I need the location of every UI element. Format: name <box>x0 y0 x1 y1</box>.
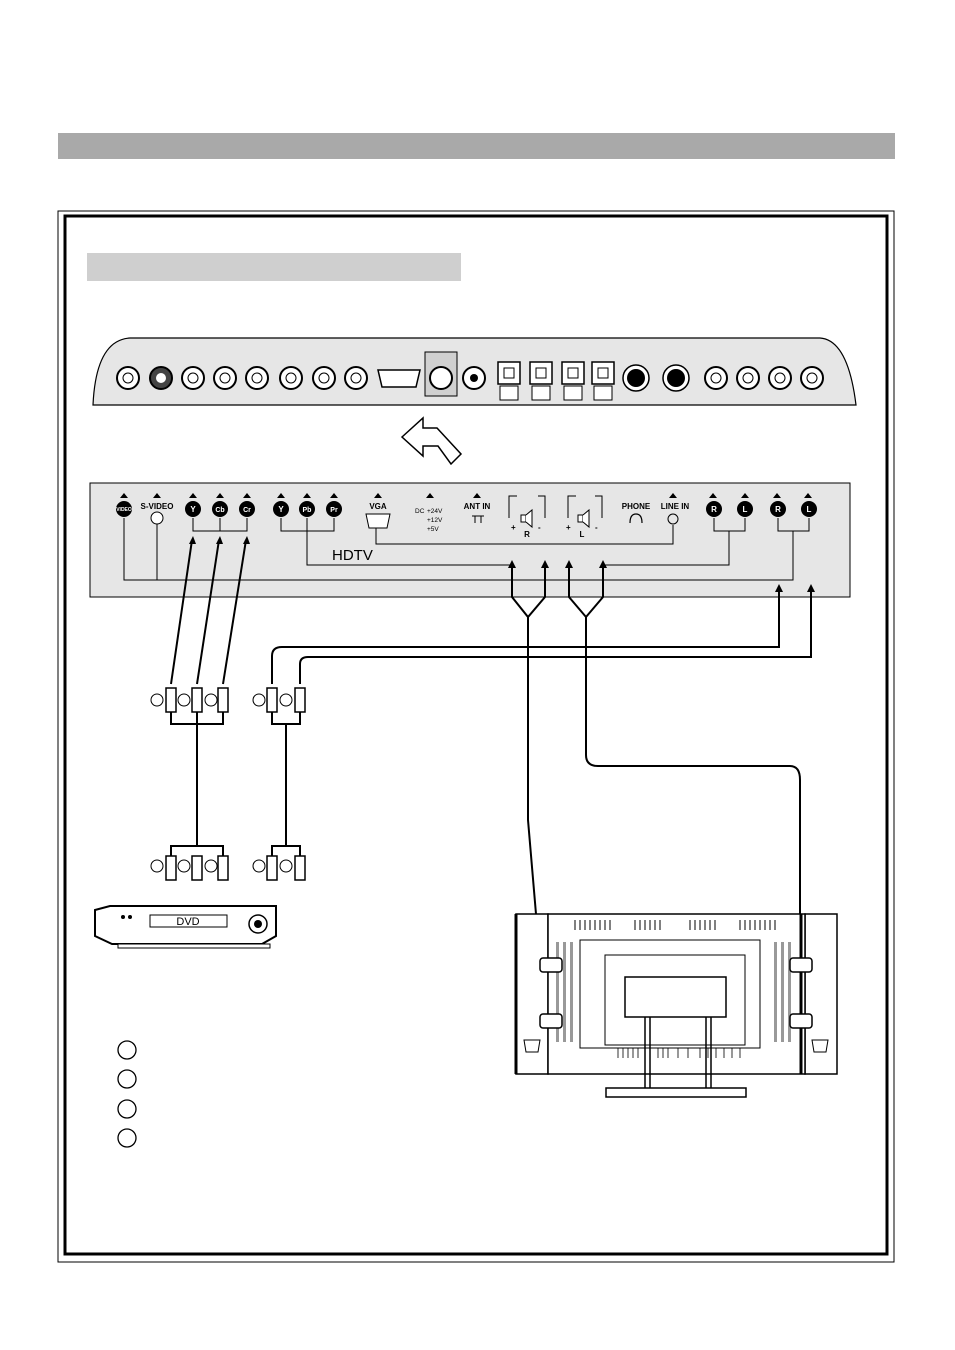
dc-label: DC <box>415 508 425 515</box>
dc-12v-label: +12V <box>427 517 443 524</box>
legend-markers <box>118 1041 136 1147</box>
vga-port <box>366 514 390 528</box>
pb-label: Pb <box>303 507 312 514</box>
audio-plugs-upper <box>253 688 305 846</box>
subsection-header-bar <box>87 253 461 281</box>
dc-24v-label: +24V <box>427 508 443 515</box>
audio-plugs-lower <box>253 846 305 880</box>
svideo-label: S-VIDEO <box>141 502 174 511</box>
svideo-port <box>151 512 163 524</box>
component-plugs-lower <box>151 846 228 880</box>
rear-panel-illustration <box>93 338 856 405</box>
speaker-l-label: L <box>580 530 585 539</box>
dvd-label: DVD <box>176 916 199 928</box>
dvd-player-illustration: DVD <box>95 906 276 948</box>
dc-5v-label: +5V <box>427 526 439 533</box>
hdtv-label: HDTV <box>332 547 373 564</box>
y1-label: Y <box>190 505 196 514</box>
y2-label: Y <box>278 505 284 514</box>
audio-l2-label: L <box>807 505 812 514</box>
audio-l1-label: L <box>743 505 748 514</box>
antin-label: ANT IN <box>464 502 491 511</box>
audio-r1-label: R <box>711 505 717 514</box>
audio-r2-label: R <box>775 505 781 514</box>
video-port-label: VIDEO <box>116 507 132 513</box>
section-header-bar <box>58 133 895 159</box>
speaker-r-minus: - <box>538 523 541 532</box>
speaker-l-plus: + <box>566 523 571 532</box>
vga-label: VGA <box>369 502 387 511</box>
speaker-r-plus: + <box>511 523 516 532</box>
phone-label: PHONE <box>622 502 651 511</box>
vga-port-illustration <box>378 370 420 387</box>
speaker-l-minus: - <box>595 523 598 532</box>
speaker-r-label: R <box>524 530 530 539</box>
cr-label: Cr <box>243 507 251 514</box>
audio-cables <box>272 590 811 684</box>
zoom-arrow-icon <box>402 418 461 464</box>
tv-rear-illustration <box>516 914 837 1097</box>
cb-label: Cb <box>215 507 224 514</box>
linein-label: LINE IN <box>661 502 690 511</box>
component-plugs-upper <box>151 688 228 846</box>
pr-label: Pr <box>330 507 338 514</box>
